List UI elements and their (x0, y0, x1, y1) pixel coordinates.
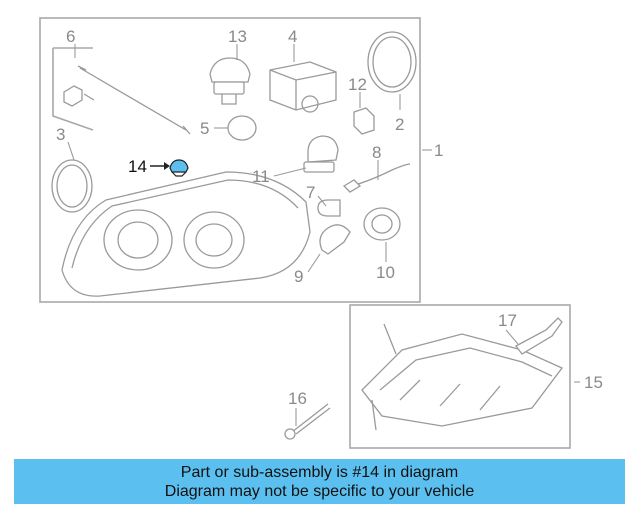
part-2-ring (367, 31, 417, 93)
callout-13: 13 (228, 27, 247, 46)
part-6-bracket (63, 65, 191, 135)
callout-6: 6 (66, 27, 75, 46)
part-8-wire (351, 163, 411, 187)
part-12-bracket (353, 107, 375, 135)
banner-line-1: Part or sub-assembly is #14 in diagram (180, 463, 459, 481)
banner-line-2: Diagram may not be specific to your vehi… (164, 482, 475, 500)
part-7-bulb (317, 199, 341, 217)
callout-10: 10 (376, 263, 395, 282)
callout-7: 7 (306, 183, 315, 202)
callout-3: 3 (56, 125, 65, 144)
part-11-bulb (303, 135, 339, 173)
part-6-subframe (52, 48, 94, 131)
parts-diagram: 6 13 4 12 2 5 3 14 8 1 11 7 9 10 17 15 1… (39, 17, 603, 449)
callout-2: 2 (395, 115, 404, 134)
part-9-bulb (319, 224, 351, 255)
info-banner: Part or sub-assembly is #14 in diagram D… (14, 459, 625, 504)
headlamp-housing (61, 171, 311, 297)
callout-15: 15 (584, 373, 603, 392)
part-10-socket (363, 207, 401, 241)
part-5-ring (227, 115, 257, 141)
callout-4: 4 (288, 27, 297, 46)
part-3-ring (51, 159, 93, 213)
part-15-bracket (361, 323, 564, 431)
callout-5: 5 (200, 119, 209, 138)
part-17-arm (515, 317, 563, 355)
part-14-clip (169, 159, 189, 177)
headlamp-assembly-frame (39, 17, 421, 303)
part-13-bulb (209, 57, 251, 105)
leader-lines (67, 44, 580, 426)
callout-12: 12 (348, 75, 367, 94)
part-16-screw (284, 403, 331, 440)
callout-14: 14 (128, 157, 147, 176)
callout-11: 11 (252, 167, 270, 186)
leveling-unit-frame (349, 304, 571, 449)
part-4-motor (269, 61, 337, 113)
callout-16: 16 (288, 389, 307, 408)
callout-17: 17 (498, 311, 517, 330)
callout-8: 8 (372, 143, 381, 162)
callout-1: 1 (434, 141, 443, 160)
callout-9: 9 (294, 267, 303, 286)
